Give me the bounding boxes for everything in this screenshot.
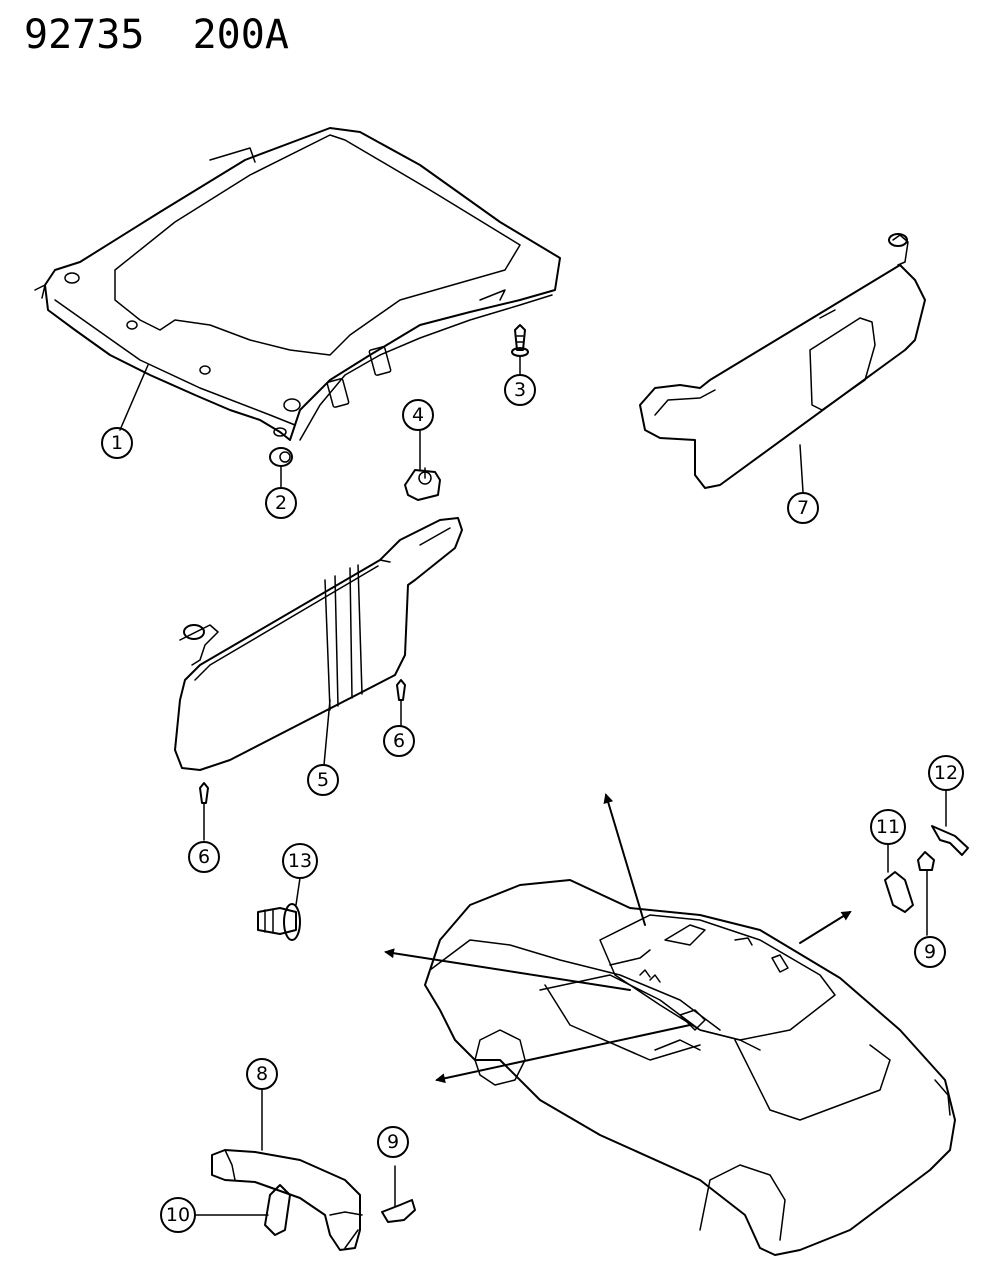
cover-part-10 <box>194 1184 291 1236</box>
callout-4: 4 <box>402 399 434 431</box>
hook-part-11 <box>884 871 914 913</box>
callout-5-label: 5 <box>317 769 329 791</box>
headliner-part <box>34 127 561 441</box>
callout-4-label: 4 <box>412 404 424 426</box>
diagram-title: 92735 200A <box>24 12 289 58</box>
callout-6-upper-label: 6 <box>393 730 405 752</box>
callout-11: 11 <box>870 809 906 845</box>
car-outline <box>424 879 956 1256</box>
callout-3: 3 <box>504 374 536 406</box>
sun-visor-left-part <box>174 517 463 771</box>
callout-3-label: 3 <box>514 379 526 401</box>
callout-1-label: 1 <box>111 432 123 454</box>
callout-6-lower-label: 6 <box>198 846 210 868</box>
callout-13-label: 13 <box>288 850 312 872</box>
callout-8: 8 <box>246 1058 278 1090</box>
callout-6-lower: 6 <box>188 841 220 873</box>
callout-10-label: 10 <box>166 1204 190 1226</box>
callout-2-label: 2 <box>275 492 287 514</box>
holder-part-4 <box>404 467 441 501</box>
callout-6-upper: 6 <box>383 725 415 757</box>
screw-part-13 <box>257 903 301 941</box>
callout-9-lower: 9 <box>377 1126 409 1158</box>
callout-12-label: 12 <box>934 762 958 784</box>
pointer-arrows <box>384 793 852 1084</box>
callout-9-lower-label: 9 <box>387 1131 399 1153</box>
screw-part-6-upper <box>396 679 406 727</box>
callout-7-label: 7 <box>797 497 809 519</box>
screw-part-9-lower <box>381 1165 416 1223</box>
callout-9-upper-label: 9 <box>924 941 936 963</box>
callout-5: 5 <box>307 764 339 796</box>
screw-part-3 <box>511 324 529 357</box>
callout-12: 12 <box>928 755 964 791</box>
callout-2: 2 <box>265 487 297 519</box>
callout-7: 7 <box>787 492 819 524</box>
callout-11-label: 11 <box>876 816 900 838</box>
callout-9-upper: 9 <box>914 936 946 968</box>
screw-part-6-lower <box>199 782 209 841</box>
callout-8-label: 8 <box>256 1063 268 1085</box>
callout-1: 1 <box>101 427 133 459</box>
clip-part-12 <box>931 825 969 856</box>
screw-part-9-upper <box>917 851 935 936</box>
sun-visor-right-part <box>639 233 926 489</box>
leader-lines <box>119 355 947 1151</box>
callout-13: 13 <box>282 843 318 879</box>
assist-grip-part-8 <box>211 1149 363 1251</box>
callout-10: 10 <box>160 1197 196 1233</box>
clip-part-2 <box>269 447 293 467</box>
